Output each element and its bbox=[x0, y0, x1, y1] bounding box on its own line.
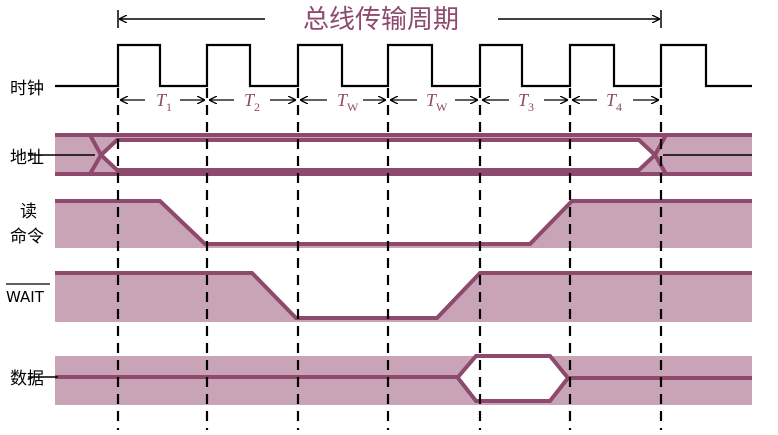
bus-cycle-span bbox=[117, 10, 662, 28]
data-label: 数据 bbox=[10, 369, 44, 389]
period-label: T1 bbox=[156, 90, 172, 114]
wait-label: WAIT bbox=[6, 288, 45, 306]
wait-signal bbox=[55, 271, 752, 322]
data-bus-signal bbox=[28, 354, 752, 405]
clock-waveform bbox=[55, 43, 752, 88]
address-bus-signal bbox=[28, 133, 752, 176]
diagram-title: 总线传输周期 bbox=[303, 5, 459, 35]
address-label: 地址 bbox=[10, 148, 44, 168]
period-label: T3 bbox=[518, 90, 534, 114]
period-label: TW bbox=[337, 90, 359, 114]
read-command-signal bbox=[55, 199, 752, 248]
period-labels: T1 T2 TW TW T3 T4 bbox=[156, 90, 622, 114]
period-label: T4 bbox=[606, 90, 622, 114]
time-division-lines bbox=[116, 88, 663, 430]
period-label: T2 bbox=[244, 90, 260, 114]
clock-label: 时钟 bbox=[10, 79, 44, 99]
read-label-line1: 读 bbox=[20, 202, 37, 222]
period-label: TW bbox=[426, 90, 448, 114]
read-label-line2: 命令 bbox=[10, 227, 44, 247]
